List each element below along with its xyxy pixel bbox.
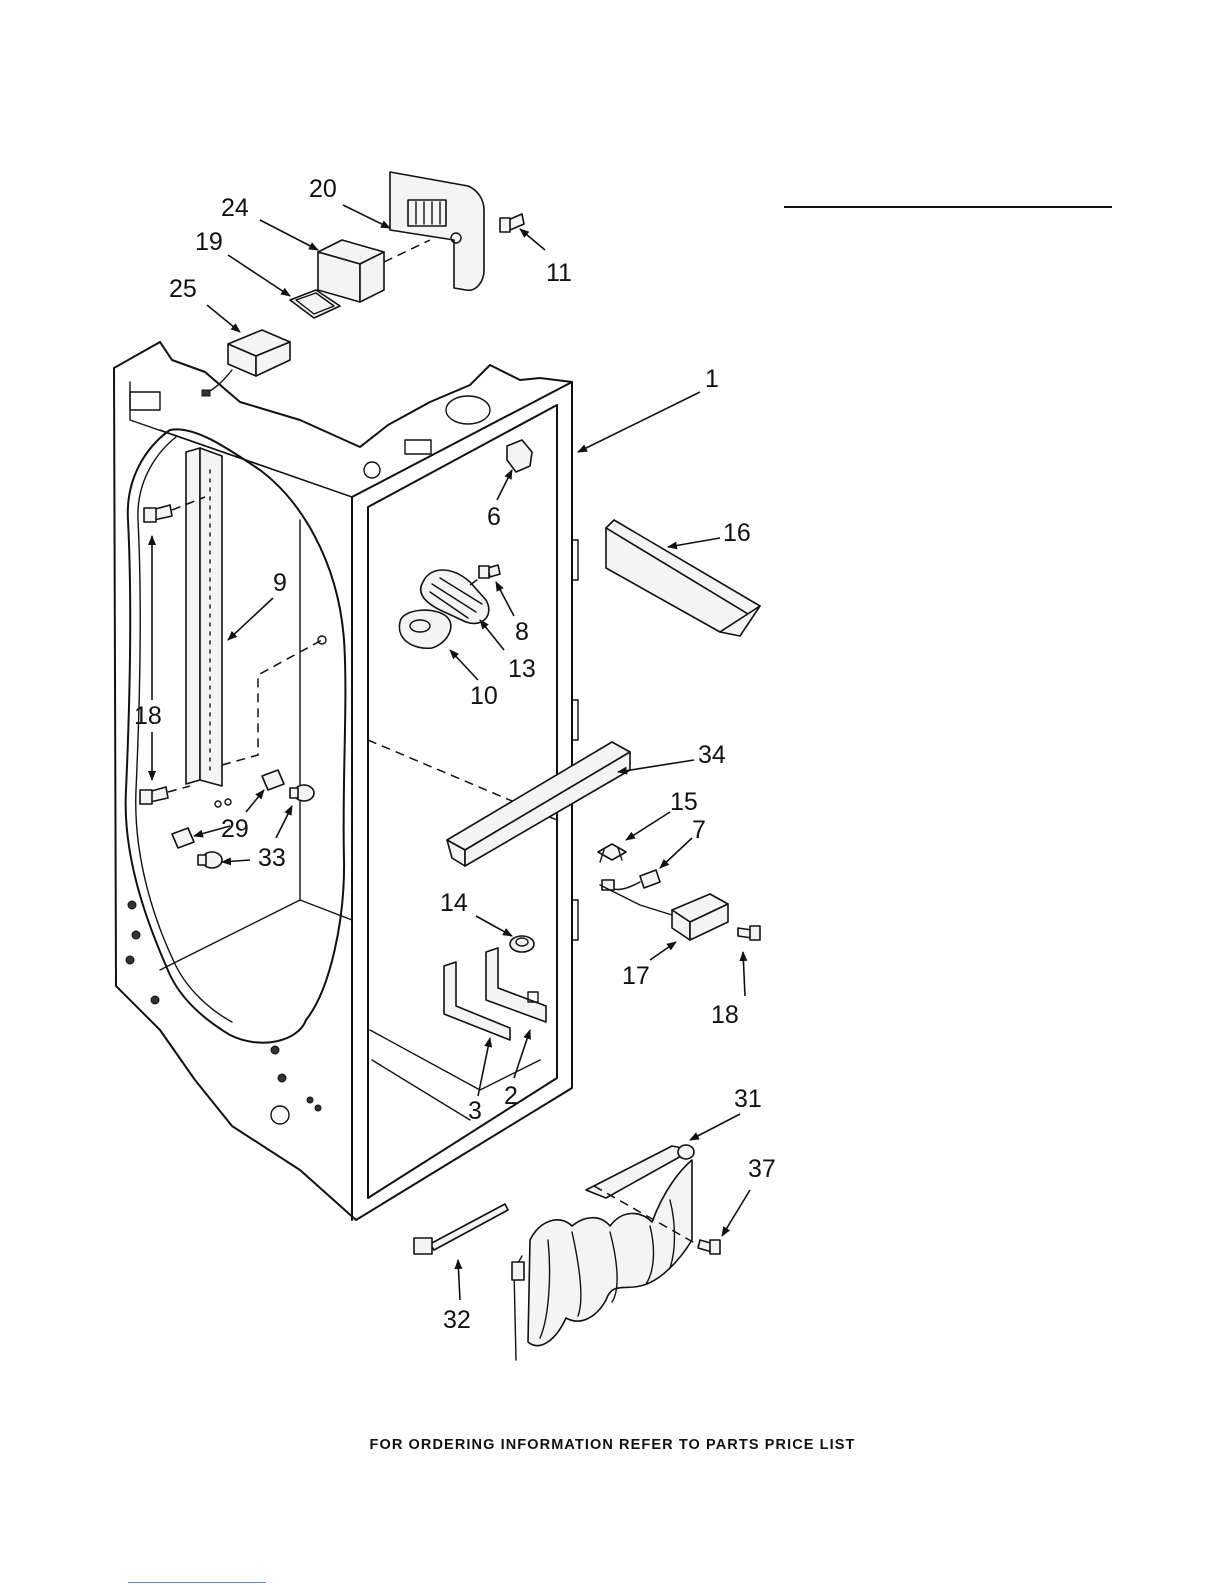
callout-7: 7: [692, 816, 706, 844]
callout-6: 6: [487, 503, 501, 531]
callout-17: 17: [622, 962, 650, 990]
callout-2: 2: [504, 1082, 518, 1110]
part-15-bracket: [598, 844, 626, 862]
part-2-bracket: [486, 948, 546, 1022]
callout-31: 31: [734, 1085, 762, 1113]
part-33-light-bulb: [198, 785, 314, 868]
part-10-control: [399, 610, 450, 648]
callout-13: 13: [508, 655, 536, 683]
callout-33: 33: [258, 844, 286, 872]
callout-20: 20: [309, 175, 337, 203]
callout-32: 32: [443, 1306, 471, 1334]
part-18-screw-right: [738, 926, 760, 940]
callout-18-right: 18: [711, 1001, 739, 1029]
callout-15: 15: [670, 788, 698, 816]
callout-1: 1: [705, 365, 719, 393]
part-8-screw: [479, 565, 500, 578]
callout-11: 11: [546, 259, 572, 287]
part-14-grommet: [510, 936, 534, 952]
part-7-harness: [602, 870, 660, 890]
part-25-damper: [202, 330, 290, 396]
part-17-light-housing: [600, 885, 728, 940]
callout-25: 25: [169, 275, 197, 303]
callout-16: 16: [723, 519, 751, 547]
callout-14: 14: [440, 889, 468, 917]
callout-10: 10: [470, 682, 498, 710]
part-37-screw: [698, 1240, 720, 1254]
part-31-heater: [512, 1145, 700, 1360]
part-32-cable-tie: [414, 1204, 508, 1254]
part-6-clip: [507, 440, 532, 472]
part-20-housing-cover: [390, 172, 484, 290]
part-18-screw-lower: [140, 786, 190, 804]
ordering-info-note: FOR ORDERING INFORMATION REFER TO PARTS …: [0, 1437, 1225, 1453]
part-9-shelf-ladder: [186, 448, 326, 786]
bottom-edge-line: [128, 1582, 266, 1583]
callout-19: 19: [195, 228, 223, 256]
callout-9: 9: [273, 569, 287, 597]
callout-34: 34: [698, 741, 726, 769]
callout-29: 29: [221, 815, 249, 843]
callout-24: 24: [221, 194, 249, 222]
callout-8: 8: [515, 618, 529, 646]
callout-37: 37: [748, 1155, 776, 1183]
part-24-housing: [318, 240, 430, 302]
part-34-cover: [447, 742, 630, 866]
callout-18-left: 18: [134, 702, 162, 730]
callout-3: 3: [468, 1097, 482, 1125]
